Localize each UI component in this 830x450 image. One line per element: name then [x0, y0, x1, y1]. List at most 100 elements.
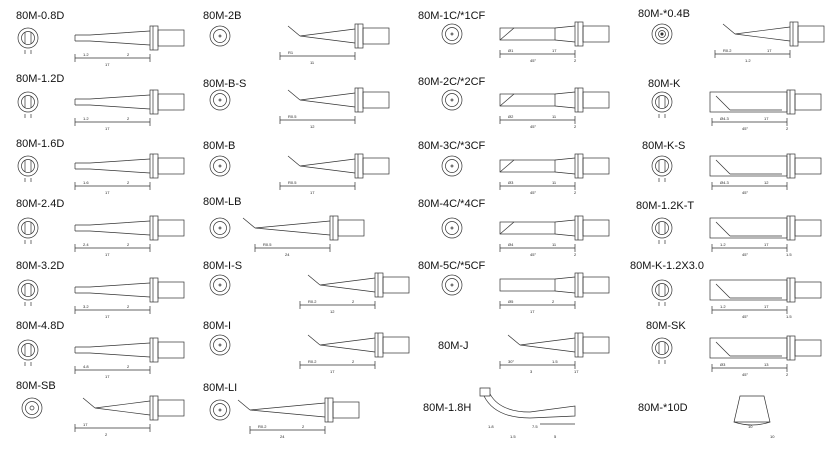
dimension-label: 2: [127, 116, 130, 121]
dimension-label: 3.2: [83, 304, 89, 309]
tip-end-view: [209, 399, 231, 421]
dimension-label: 2: [574, 124, 577, 129]
tip-profile: [74, 25, 185, 62]
dimension-label: 2: [105, 432, 108, 437]
tip-label: 80M-SB: [16, 380, 56, 392]
dimension-label: 5: [554, 434, 557, 439]
dimension-label: 1.2: [745, 58, 751, 63]
dimension-label: 2: [127, 52, 130, 57]
dimension-label: 1.2: [83, 52, 89, 57]
dimension-label: R1: [288, 50, 294, 55]
tip-label: 80M-4C/*4CF: [418, 198, 486, 210]
dimension-label: 2: [574, 252, 577, 257]
dimension-label: Ø4: [508, 242, 514, 247]
dimension-label: 45°: [530, 58, 536, 63]
dimension-label: 17: [330, 369, 335, 374]
dimension-label: 24: [280, 434, 285, 439]
dimension-label: 1.8: [488, 424, 494, 429]
dimension-label: 17: [105, 374, 110, 379]
tip-profile: [299, 272, 410, 309]
dimension-label: 4.8: [83, 364, 89, 369]
tip-profile: [499, 21, 610, 58]
tip-label: 80M-1.2K-T: [636, 200, 695, 212]
tip-label: 80M-K: [648, 78, 681, 90]
tip-label: 80M-3.2D: [16, 260, 65, 272]
dimension-label: 17: [574, 369, 579, 374]
tip-end-view: [17, 155, 39, 182]
tip-label: 80M-4.8D: [16, 320, 65, 332]
tip-profile: [237, 397, 360, 434]
tip-profile: [709, 215, 822, 252]
tip-end-view: [17, 339, 39, 366]
tip-label: 80M-LB: [203, 196, 242, 208]
dimension-label: 45°: [530, 190, 536, 195]
dimension-label: 1.6: [83, 180, 89, 185]
dimension-label: 2: [786, 126, 789, 131]
tip-label: 80M-0.8D: [16, 10, 65, 22]
tip-profile: [279, 153, 390, 190]
dimension-label: 17: [764, 116, 769, 121]
dimension-label: 2: [302, 424, 305, 429]
dimension-label: 2.4: [83, 242, 89, 247]
tip-label: 80M-5C/*5CF: [418, 260, 486, 272]
tip-end-view: [21, 397, 43, 419]
dimension-label: 2: [127, 364, 130, 369]
dimension-label: Ø4.3: [720, 180, 729, 185]
tip-label: 80M-J: [438, 340, 469, 352]
tip-label: 80M-*0.4B: [638, 8, 690, 20]
tip-profile: [709, 89, 822, 126]
dimension-label: 2: [552, 299, 555, 304]
dimension-label: 45°: [530, 124, 536, 129]
tip-profile: [74, 89, 185, 126]
tip-label: 80M-I: [203, 320, 232, 332]
tip-end-view: [651, 91, 673, 118]
dimension-label: 45°: [742, 372, 748, 377]
tip-profile: [74, 277, 185, 314]
dimension-label: 1.5: [786, 314, 792, 319]
tip-end-view: [17, 91, 39, 118]
tip-profile: [714, 21, 825, 58]
tip-label: 80M-2C/*2CF: [418, 76, 486, 88]
dimension-label: Ø2: [508, 114, 514, 119]
tip-label: 80M-K-1.2X3.0: [630, 260, 704, 272]
tip-end-view: [209, 89, 231, 111]
dimension-label: 1.5: [510, 434, 516, 439]
tip-end-view: [209, 274, 231, 296]
dimension-label: 17: [767, 48, 772, 53]
dimension-label: R0.2: [308, 359, 317, 364]
tip-end-view: [17, 279, 39, 306]
tip-end-view: [651, 337, 673, 364]
dimension-label: R0.2: [258, 424, 267, 429]
dimension-label: 11: [552, 242, 557, 247]
dimension-label: 2: [127, 242, 130, 247]
dimension-label: 24: [285, 252, 290, 257]
tip-profile: [709, 153, 822, 190]
dimension-label: Ø5: [508, 299, 514, 304]
dimension-label: R0.2: [723, 48, 732, 53]
dimension-label: 2: [127, 180, 130, 185]
tip-label: 80M-1.6D: [16, 138, 65, 150]
tip-label: 80M-3C/*3CF: [418, 140, 486, 152]
dimension-label: Ø3: [508, 180, 514, 185]
tip-label: 80M-1.2D: [16, 73, 65, 85]
dimension-label: 13: [764, 362, 769, 367]
dimension-label: 11: [310, 60, 315, 65]
tip-end-view: [17, 27, 39, 54]
dimension-label: 17: [105, 252, 110, 257]
tip-profile: [299, 332, 410, 369]
dimension-label: 2: [352, 359, 355, 364]
dimension-label: 17: [552, 48, 557, 53]
dimension-label: 12: [764, 180, 769, 185]
dimension-label: 2: [574, 190, 577, 195]
dimension-label: 45°: [742, 126, 748, 131]
tip-end-view: [441, 89, 463, 111]
tip-profile: [499, 215, 610, 252]
tip-end-view: [209, 217, 231, 239]
tip-profile: [499, 87, 610, 124]
dimension-label: 45°: [530, 252, 536, 257]
dimension-label: 2: [786, 372, 789, 377]
tip-end-view: [651, 23, 673, 45]
tip-profile: [499, 332, 610, 369]
dimension-label: 12: [310, 124, 315, 129]
dimension-label: 1.2: [83, 116, 89, 121]
